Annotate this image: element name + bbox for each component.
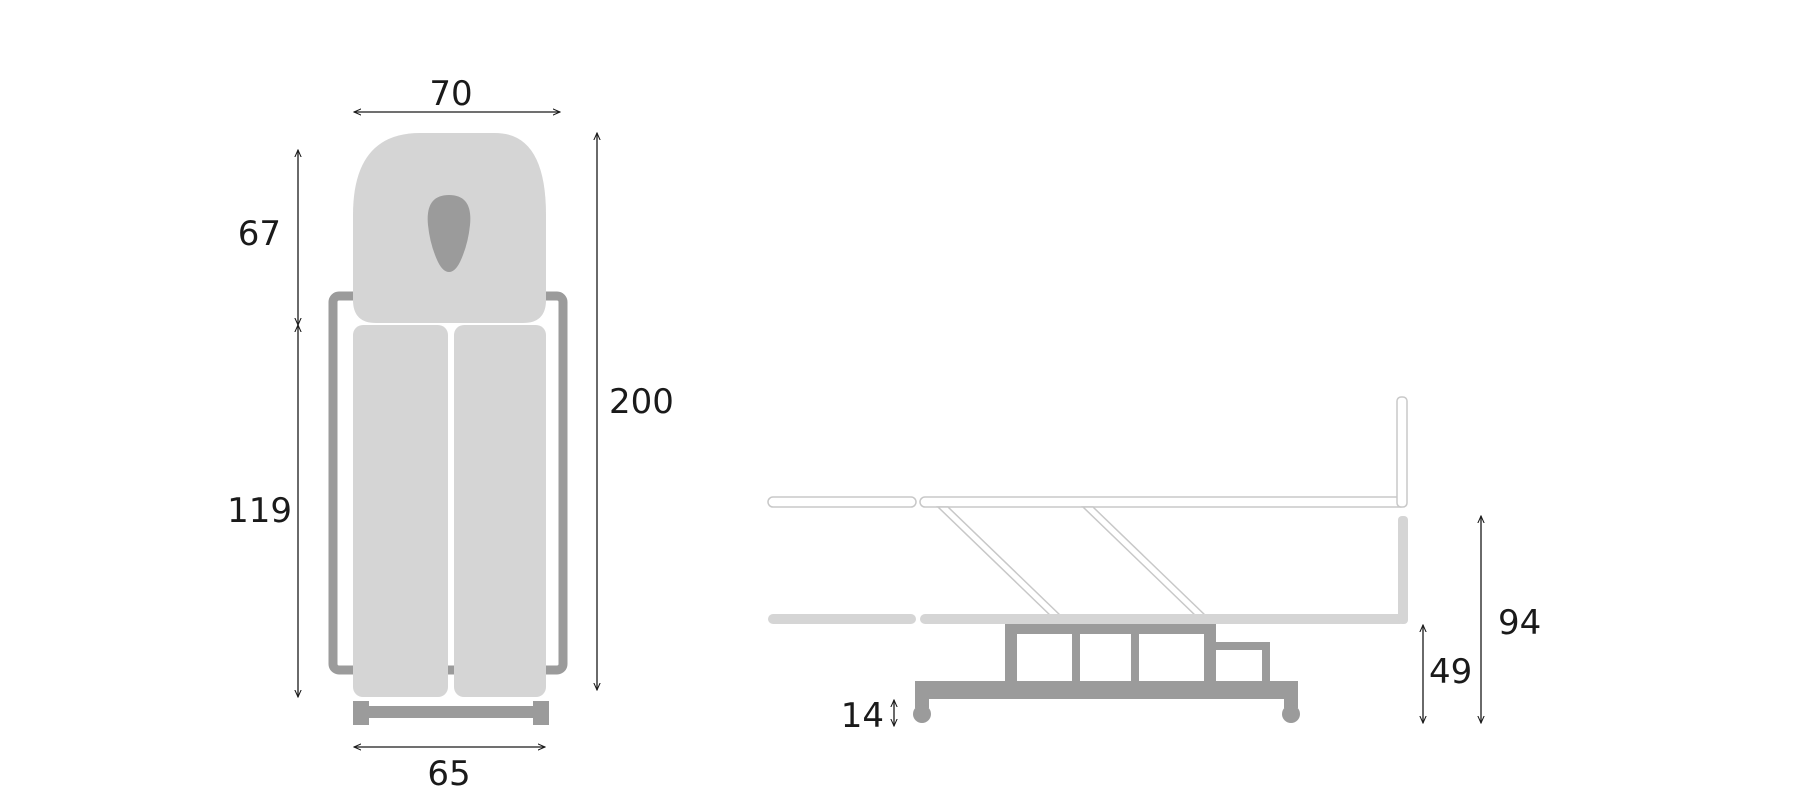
label-body-length: 119 [227, 491, 292, 531]
dimension-base-width: 65 [354, 747, 545, 794]
wheel-right [1282, 705, 1300, 723]
body-cushion-right [454, 325, 546, 697]
dimension-min-height: 49 [1423, 625, 1472, 723]
dimension-wheel-height: 14 [841, 696, 894, 736]
label-total-length: 200 [609, 382, 674, 422]
raised-position-outline [767, 396, 1408, 618]
label-headrest-length: 67 [238, 214, 281, 254]
wheel-left [913, 705, 931, 723]
top-view: 70 67 119 200 65 [227, 74, 674, 794]
dimension-body-length: 119 [227, 325, 298, 697]
side-base [913, 681, 1300, 723]
body-cushion-left [353, 325, 448, 697]
face-hole [427, 195, 471, 272]
label-wheel-height: 14 [841, 696, 884, 736]
dimension-max-height: 94 [1481, 516, 1541, 723]
lowered-tabletop [768, 516, 1408, 624]
side-view: 14 49 94 [767, 396, 1541, 736]
label-min-height: 49 [1429, 652, 1472, 692]
table-base [353, 701, 549, 725]
dimension-top-width: 70 [354, 74, 560, 114]
label-top-width: 70 [429, 74, 472, 114]
dimension-headrest-length: 67 [238, 150, 298, 325]
label-max-height: 94 [1498, 603, 1541, 643]
label-base-width: 65 [427, 754, 470, 794]
lift-mechanism [1005, 624, 1270, 690]
dimension-total-length: 200 [597, 133, 674, 690]
